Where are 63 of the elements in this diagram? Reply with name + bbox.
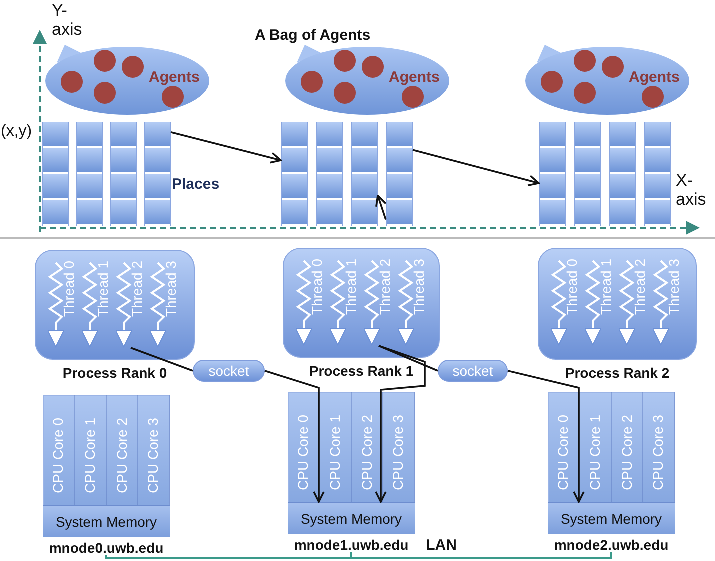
thread-label: Thread 1 <box>344 259 358 316</box>
cpu-core-label: CPU Core 2 <box>360 414 374 490</box>
cpu-core-label: CPU Core 1 <box>82 418 97 493</box>
place-column <box>351 122 378 226</box>
bag-label: Agents <box>629 69 680 86</box>
cpu-core-label: CPU Core 2 <box>620 414 634 490</box>
place-column <box>316 122 343 226</box>
arrow <box>412 149 540 187</box>
place-column <box>42 122 69 226</box>
cpu-core-label: CPU Core 0 <box>51 418 65 493</box>
bag-label: Agents <box>149 69 200 86</box>
system-memory: System Memory <box>43 505 170 537</box>
thread-label: Thread 3 <box>412 259 426 316</box>
host-label: mnode2.uwb.edu <box>553 537 670 553</box>
process-label: Process Rank 0 <box>62 365 168 381</box>
socket-cylinder: socket <box>193 360 265 382</box>
place-column <box>386 122 413 226</box>
cpu-core-label: CPU Core 3 <box>146 418 160 493</box>
cpu-core-label: CPU Core 1 <box>328 414 342 490</box>
cpu-core-label: CPU Core 2 <box>114 418 128 493</box>
cpu-core-label: CPU Core 1 <box>588 414 602 490</box>
section-heading: A Bag of Agents <box>255 28 371 44</box>
thread-label: Thread 2 <box>130 261 144 318</box>
host-label: mnode1.uwb.edu <box>293 537 410 553</box>
arrow <box>508 370 585 503</box>
network-line <box>106 552 352 559</box>
process-label: Process Rank 2 <box>565 365 670 381</box>
thread-label: Thread 0 <box>310 259 324 316</box>
place-column <box>539 122 566 226</box>
bag-label: Agents <box>389 69 440 86</box>
place-column <box>281 122 308 226</box>
thread-label: Thread 1 <box>96 261 110 318</box>
cpu-core-label: CPU Core 0 <box>556 414 570 490</box>
system-memory: System Memory <box>548 502 675 534</box>
process-label: Process Rank 1 <box>309 363 414 379</box>
axis-label: (x,y) <box>1 123 32 141</box>
place-column <box>110 122 137 226</box>
thread-label: Thread 1 <box>599 259 613 316</box>
socket-cylinder: socket <box>438 360 508 382</box>
cpu-core-label: CPU Core 0 <box>296 414 310 490</box>
place-column <box>76 122 103 226</box>
thread-label: Thread 0 <box>62 261 76 318</box>
thread-label: Thread 3 <box>164 261 178 318</box>
thread-label: Thread 2 <box>633 259 647 316</box>
axis-label: Places <box>172 177 220 194</box>
arrow <box>375 345 426 503</box>
cpu-core-label: CPU Core 3 <box>651 414 666 490</box>
axis-label: Y- axis <box>52 2 84 40</box>
place-column <box>144 122 171 226</box>
arrow <box>264 370 325 503</box>
cpu-core-label: CPU Core 3 <box>391 414 406 490</box>
place-column <box>574 122 601 226</box>
system-memory: System Memory <box>288 502 415 534</box>
arrow <box>170 132 282 164</box>
thread-label: Thread 3 <box>667 259 681 316</box>
axis-label: X- axis <box>676 172 708 210</box>
place-column <box>644 122 671 226</box>
thread-label: Thread 0 <box>565 259 579 316</box>
host-label: mnode0.uwb.edu <box>48 540 165 556</box>
arrow <box>376 194 387 220</box>
thread-label: Thread 2 <box>378 259 392 316</box>
network-line <box>350 552 612 559</box>
place-column <box>609 122 636 226</box>
